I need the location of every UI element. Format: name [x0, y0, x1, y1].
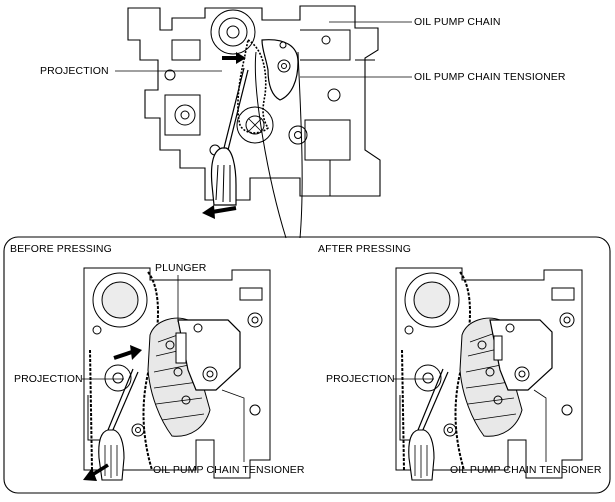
- before-detail: [83, 267, 271, 481]
- label-projection-after: PROJECTION: [326, 373, 395, 385]
- label-tensioner-before: OIL PUMP CHAIN TENSIONER: [153, 464, 305, 476]
- label-oil-pump-chain-tensioner-top: OIL PUMP CHAIN TENSIONER: [414, 71, 566, 83]
- top-leader-lines: [115, 21, 412, 78]
- before-leader-lines: [82, 275, 245, 462]
- label-oil-pump-chain: OIL PUMP CHAIN: [414, 16, 501, 28]
- label-tensioner-after: OIL PUMP CHAIN TENSIONER: [450, 464, 602, 476]
- engine-overview: [127, 5, 381, 239]
- label-projection-before: PROJECTION: [14, 373, 83, 385]
- after-leader-lines: [393, 378, 547, 462]
- title-before-pressing: BEFORE PRESSING: [10, 243, 112, 255]
- detail-panel-border: [3, 236, 611, 494]
- label-plunger: PLUNGER: [155, 262, 207, 274]
- after-detail: [395, 267, 583, 481]
- label-projection-top: PROJECTION: [40, 65, 109, 77]
- title-after-pressing: AFTER PRESSING: [318, 243, 411, 255]
